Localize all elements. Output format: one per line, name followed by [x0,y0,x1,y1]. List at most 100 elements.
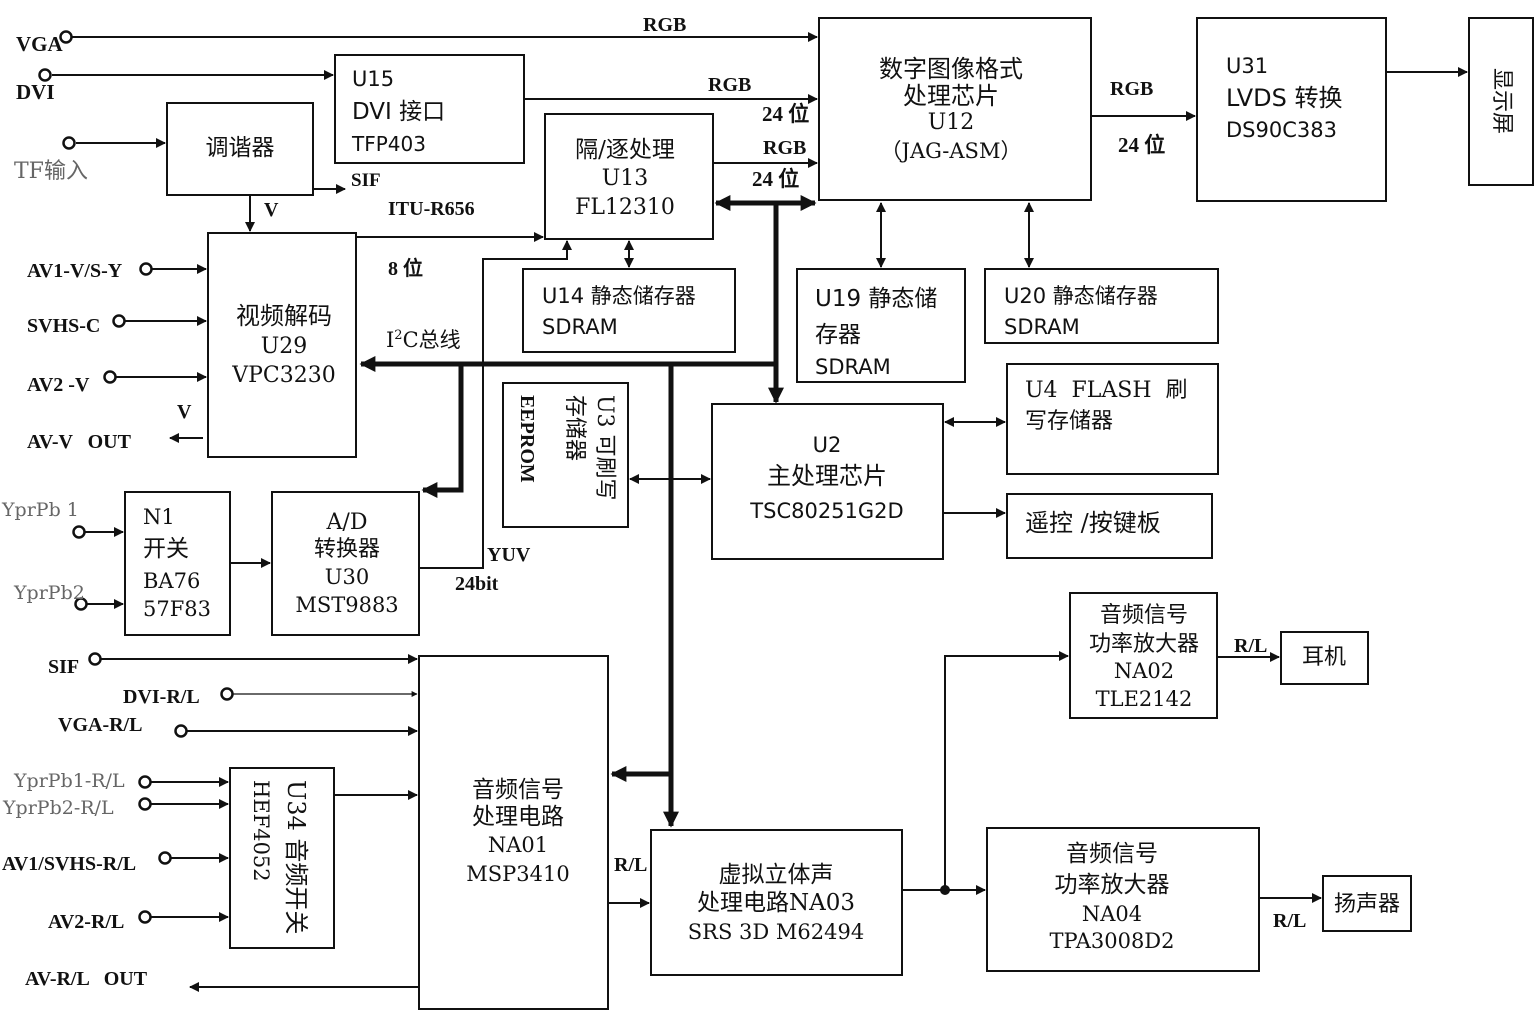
u3-line3: EEPROM [516,395,538,483]
u20-line1: U20 静态储存器 [1004,284,1158,308]
input-av2: AV2 -V [27,374,90,396]
input-svhs: SVHS-C [27,315,100,337]
u4-line1: U4 FLASH 刷 [1025,378,1188,403]
input-vga-rl: VGA-R/L [58,714,142,736]
signal-24bit-u13: 24 位 [752,167,799,191]
display-label: 显示屏 [1489,68,1514,134]
signal-rgb-dvi: RGB [708,74,751,96]
signal-24bit-out: 24 位 [1118,133,1165,157]
na04-line4: TPA3008D2 [1049,929,1174,953]
input-av1: AV1-V/S-Y [27,260,123,282]
u14-block [522,268,736,353]
u29-line2: U29 [261,334,308,359]
u30-block [271,491,420,636]
remote-label: 遥控 /按键板 [1025,509,1161,537]
u34-block [229,767,335,949]
tuner-label: 调谐器 [206,135,275,161]
u14-line1: U14 静态储存器 [542,284,696,308]
input-ypbpr2-rl: YprPb2-R/L [2,797,114,819]
na01-line4: MSP3410 [466,862,569,886]
u13-block [544,113,714,240]
output-av-v: AV-V OUT [27,431,132,453]
u13-line1: 隔/逐处理 [575,137,675,163]
signal-i2c-bus: I2C总线 [386,328,461,352]
u31-line2: LVDS 转换 [1226,84,1343,112]
input-dvi: DVI [16,80,55,104]
n1-line4: 57F83 [143,597,211,621]
u31-block [1196,17,1387,202]
input-ypbpr1: YprPb 1 [1,499,79,521]
u13-line3: FL12310 [575,195,675,220]
input-ports [38,30,234,924]
input-vga: VGA [16,32,64,56]
u29-line1: 视频解码 [236,302,332,330]
u2-block [711,403,944,560]
signal-rgb-out: RGB [1110,78,1153,100]
speaker-label: 扬声器 [1334,892,1400,917]
u12-line2: 处理芯片 [903,82,999,110]
na01-line1: 音频信号 [472,777,564,803]
na01-line3: NA01 [488,833,548,857]
na02-line3: NA02 [1114,659,1174,683]
u19-block [796,268,966,383]
u20-line2: SDRAM [1004,315,1080,339]
u19-line1: U19 静态储 [815,286,937,312]
na03-line2: 处理电路NA03 [697,890,855,916]
signal-itu-r656: ITU-R656 [388,198,475,220]
earphone-block [1280,631,1369,685]
na02-line2: 功率放大器 [1089,632,1199,657]
u30-line1: A/D [326,510,368,535]
display-block [1468,17,1534,186]
u34-line1: U34 音频开关 [282,780,310,934]
u13-line2: U13 [602,166,649,191]
u34-line2: HEF4052 [249,780,273,882]
u12-line3: U12 [928,110,975,135]
u30-line2: 转换器 [314,537,380,562]
n1-block [124,491,231,636]
u12-line1: 数字图像格式 [879,55,1023,83]
u4-block [1006,363,1219,475]
u2-line3: TSC80251G2D [749,499,903,523]
na04-line2: 功率放大器 [1055,872,1170,898]
earphone-label: 耳机 [1302,645,1346,670]
u4-line2: 写存储器 [1025,409,1113,434]
i2c-bus [359,194,817,828]
signal-yuv: YUV [487,544,531,566]
signal-sif: SIF [351,170,381,191]
input-av1-svhs-rl: AV1/SVHS-R/L [2,853,136,875]
input-sif: SIF [48,656,79,678]
signal-v-out: V [177,401,192,423]
u14-line2: SDRAM [542,315,618,339]
u31-line3: DS90C383 [1226,118,1337,142]
u30-line3: U30 [325,565,369,589]
na03-line3: SRS 3D M62494 [688,920,864,944]
u15-line1: U15 [352,67,394,91]
u20-block [984,268,1219,344]
remote-block [1006,493,1213,559]
signal-8bit: 8 位 [388,256,423,280]
u2-line2: 主处理芯片 [767,462,887,490]
speaker-block [1322,875,1412,932]
u3-line2: 存储器 [562,395,587,461]
u2-line1: U2 [813,433,842,457]
na03-block [650,829,903,976]
u12-block [818,17,1092,201]
input-ypbpr2: YprPb2 [13,582,85,604]
na01-line2: 处理电路 [472,804,564,830]
na04-line3: NA04 [1082,902,1142,926]
na02-block [1069,592,1218,719]
signal-24bit-dvi: 24 位 [762,102,809,126]
na04-line1: 音频信号 [1066,841,1158,867]
u19-line2: 存器 [815,322,861,348]
output-av-rl: AV-R/L OUT [25,968,148,990]
n1-line2: 开关 [143,536,189,562]
input-ypbpr1-rl: YprPb1-R/L [13,770,125,792]
u12-line4: （JAG-ASM） [881,139,1022,163]
u29-line3: VPC3230 [231,363,336,388]
u30-line4: MST9883 [295,593,398,617]
u15-block [334,54,525,164]
u19-line3: SDRAM [815,355,891,379]
signal-rgb-vga: RGB [643,14,686,36]
u3-block [502,382,629,528]
